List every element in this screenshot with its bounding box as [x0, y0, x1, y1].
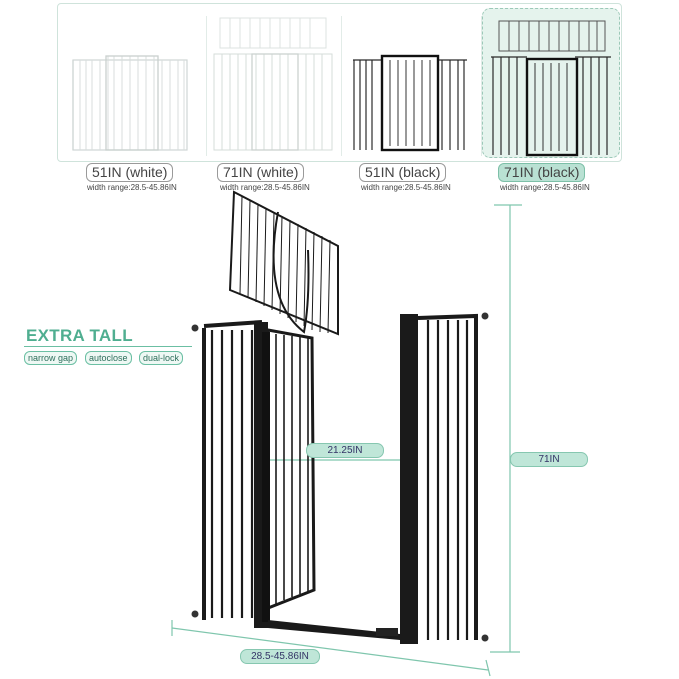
variant-thumb-71-white[interactable] — [210, 12, 336, 152]
gate-71-black-image — [491, 20, 611, 157]
panel-divider — [341, 16, 342, 156]
left-gate-panel — [191, 320, 268, 628]
variant-thumb-51-black[interactable] — [350, 12, 470, 152]
variant-thumb-51-white[interactable] — [70, 12, 190, 152]
variant-label-51-black[interactable]: 51IN (black) — [359, 163, 447, 182]
variant-range: width range:28.5-45.86IN — [87, 183, 177, 192]
panel-divider — [206, 16, 207, 156]
dimension-lines — [171, 204, 522, 677]
feature-chip-autoclose: autoclose — [85, 351, 132, 365]
variant-label-51-white[interactable]: 51IN (white) — [86, 163, 174, 182]
threshold-bar — [268, 620, 400, 640]
swing-door — [262, 328, 316, 622]
right-gate-panel — [400, 312, 489, 644]
variant-thumb-71-black[interactable] — [482, 8, 620, 158]
variant-range: width range:28.5-45.86IN — [500, 183, 590, 192]
variant-range: width range:28.5-45.86IN — [361, 183, 451, 192]
feature-title: EXTRA TALL — [26, 326, 133, 345]
variant-panel — [57, 3, 622, 162]
feature-chip-narrow-gap: narrow gap — [24, 351, 78, 365]
gate-51-white-image — [72, 55, 188, 151]
feature-chip-dual-lock: dual-lock — [139, 351, 184, 365]
extension-panel — [228, 190, 339, 336]
gate-51-black-image — [353, 54, 467, 152]
variant-range: width range:28.5-45.86IN — [220, 183, 310, 192]
height-label: 71IN — [510, 452, 588, 467]
variant-label-71-black[interactable]: 71IN (black) — [498, 163, 586, 182]
door-width-label: 21.25IN — [306, 443, 384, 458]
gate-71-white-image — [213, 17, 333, 151]
width-range-label: 28.5-45.86IN — [240, 649, 320, 664]
variant-label-71-white[interactable]: 71IN (white) — [217, 163, 305, 182]
panel-divider — [481, 16, 482, 156]
feature-title-underline — [24, 346, 192, 347]
